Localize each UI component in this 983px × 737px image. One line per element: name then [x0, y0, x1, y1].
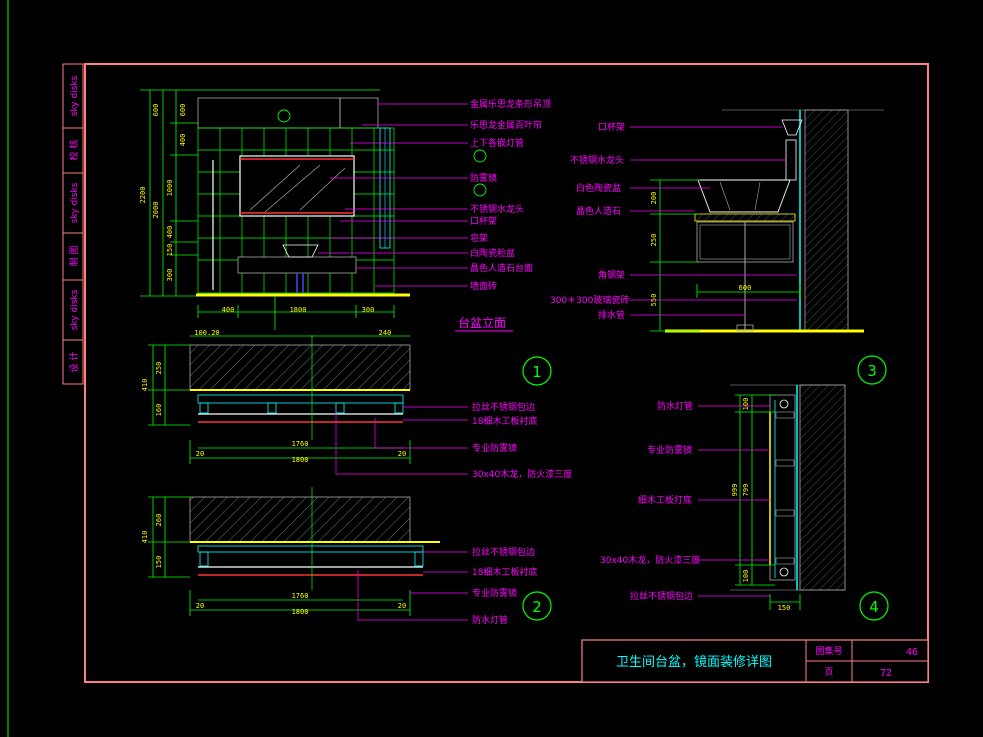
atlas-number-label: 图集号: [815, 645, 842, 657]
atlas-number-value: 46: [906, 647, 918, 658]
elev-label-6: 口杯架: [470, 215, 497, 227]
sidebar-item-1: sky disks: [70, 75, 80, 116]
section-2-marker: 2: [532, 598, 542, 616]
s1-dim-left-3: 160: [155, 404, 163, 417]
section-3-marker: 3: [867, 362, 877, 380]
s3-dim-left-2: 250: [650, 234, 658, 247]
s1-label-2: 18细木工板衬底: [472, 415, 537, 427]
elev-label-9: 晶色人造石台面: [470, 262, 533, 274]
s2-label-2: 18细木工板衬底: [472, 566, 537, 578]
elevation-heading: 台盆立面: [458, 315, 506, 330]
s3-label-4: 晶色人造石: [576, 205, 621, 217]
s4-dim-bottom-1: 150: [778, 604, 791, 612]
elev-dim-1: 600: [179, 104, 187, 117]
s3-label-3: 白色陶瓷盆: [576, 182, 621, 194]
s2-dim-bottom-4: 20: [398, 602, 406, 610]
s2-dim-left-1: 410: [141, 531, 149, 544]
s3-dim-bottom-1: 600: [739, 284, 752, 292]
s4-label-2: 专业防雾镜: [647, 444, 692, 456]
elev-label-3: 上下各嵌灯管: [470, 137, 524, 149]
s1-dim-bottom-3: 1800: [292, 456, 309, 464]
sidebar: sky disks 校 核 sky disks 制 图 sky disks 设 …: [62, 63, 84, 385]
s1-dim-left-2: 250: [155, 362, 163, 375]
elev-label-8: 白陶瓷脸盆: [470, 247, 515, 259]
elev-label-1: 金属乐思龙条形吊顶: [470, 98, 551, 110]
s1-label-4: 30x40木龙，防火漆三度: [472, 468, 572, 480]
s4-dim-left-1: 100: [742, 398, 750, 411]
drawing-title: 卫生间台盆，镜面装修详图: [616, 655, 772, 670]
section-3: 200 250 550 600 口杯架 不锈钢水龙头 白色陶瓷盆 晶色人造石 角…: [550, 109, 887, 385]
section-4-marker: 4: [869, 598, 879, 616]
elev-dim-bottom-1: 400: [222, 306, 235, 314]
elev-label-10: 墙面砖: [470, 280, 497, 292]
s1-dim-top-1: 100.20: [194, 329, 219, 337]
s2-dim-bottom-1: 1760: [292, 592, 309, 600]
s4-label-4: 30x40木龙，防火漆三度: [600, 554, 700, 566]
s3-label-7: 排水管: [598, 309, 625, 321]
vanity-counter: [237, 256, 357, 274]
section-2: 410 260 150 1760 20 1800 20 拉丝不锈钢包边 18细木…: [141, 487, 552, 626]
s4-dim-left-3: 799: [742, 484, 750, 497]
sidebar-item-2: 校 核: [68, 140, 80, 161]
s2-dim-left-2: 260: [155, 514, 163, 527]
s1-label-3: 专业防雾镜: [472, 442, 517, 454]
s3-label-1: 口杯架: [598, 121, 625, 133]
s4-dim-left-2: 999: [731, 484, 739, 497]
elev-dim-7: 300: [166, 269, 174, 282]
s3-dim-left-1: 200: [650, 192, 658, 205]
s1-dim-left-1: 410: [141, 379, 149, 392]
elev-dim-bottom-2: 1800: [290, 306, 307, 314]
elev-dim-5: 400: [166, 226, 174, 239]
sidebar-item-3: sky disks: [70, 182, 80, 223]
s2-label-1: 拉丝不锈钢包边: [472, 546, 535, 558]
s2-dim-left-3: 150: [155, 556, 163, 569]
sidebar-item-5: sky disks: [70, 289, 80, 330]
s2-dim-bottom-3: 1800: [292, 608, 309, 616]
s3-label-2: 不锈钢水龙头: [570, 154, 624, 166]
elev-label-2: 乐思龙金属百叶帘: [470, 119, 542, 131]
elev-dim-9: 2000: [152, 202, 160, 219]
elev-label-7: 皂架: [470, 232, 488, 244]
section-1-marker: 1: [532, 363, 542, 381]
s1-dim-bottom-1: 1760: [292, 440, 309, 448]
s4-dim-left-4: 100: [742, 570, 750, 583]
elev-dim-8: 2200: [139, 187, 147, 204]
page-label: 页: [824, 667, 833, 678]
s4-label-1: 防水灯管: [657, 400, 693, 412]
s4-label-3: 细木工板打底: [638, 494, 692, 506]
drawing-frame: [84, 63, 929, 683]
s1-dim-top-2: 240: [379, 329, 392, 337]
s1-label-1: 拉丝不锈钢包边: [472, 401, 535, 413]
elev-dim-4: 1000: [166, 180, 174, 197]
s1-dim-bottom-4: 20: [398, 450, 406, 458]
sidebar-item-4: 制 图: [68, 246, 80, 267]
s2-dim-bottom-2: 20: [196, 602, 204, 610]
page-value: 72: [880, 668, 892, 679]
elev-label-5: 不锈钢水龙头: [470, 203, 524, 215]
s3-label-6: 300＊300玻璃瓷砖: [550, 294, 629, 306]
s2-label-4: 防水灯管: [472, 614, 508, 626]
elev-dim-3: 400: [179, 134, 187, 147]
s3-label-5: 角钢架: [598, 269, 625, 281]
elev-dim-bottom-3: 300: [362, 306, 375, 314]
sidebar-item-6: 设 计: [68, 352, 80, 373]
elev-dim-2: 600: [152, 104, 160, 117]
title-block: 卫生间台盆，镜面装修详图 图集号 46 页 72: [581, 639, 929, 683]
basin-elevation: 600 600 400 1000 400 150 300 2200 2000: [139, 89, 551, 332]
s4-label-5: 拉丝不锈钢包边: [630, 590, 693, 602]
s1-dim-bottom-2: 20: [196, 450, 204, 458]
s2-label-3: 专业防雾镜: [472, 587, 517, 599]
elev-dim-6: 150: [166, 244, 174, 257]
section-1: 100.20 240 410 250 160 1760 20 1800 20 拉…: [141, 329, 572, 480]
elev-label-4: 防雾镜: [470, 172, 497, 184]
section-4: 100 999 799 100 150 防水灯管 专业防雾镜 细木工板打底 30…: [600, 384, 889, 621]
mirror: [239, 155, 355, 217]
